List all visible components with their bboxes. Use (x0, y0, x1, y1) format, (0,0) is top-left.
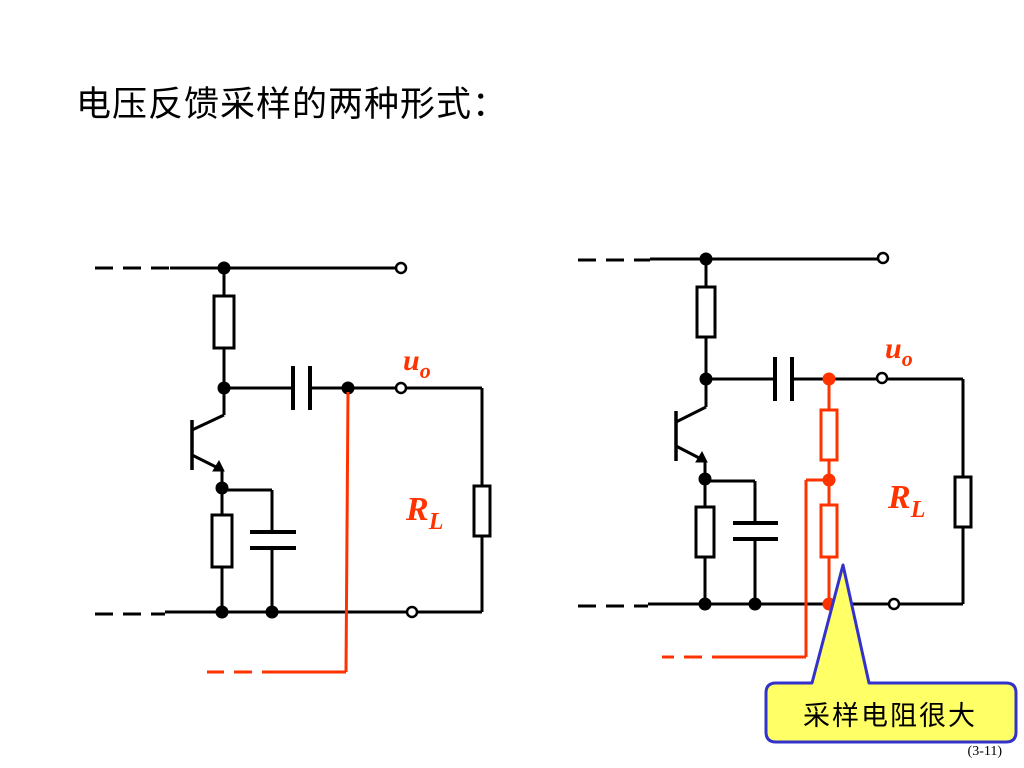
right-output-voltage-label: uo (885, 332, 913, 371)
left-output-node (341, 381, 355, 395)
left-collector-diagonal (191, 413, 225, 432)
right-output-terminal (875, 371, 889, 385)
right-ground-node-1 (698, 597, 712, 611)
left-load-resistor (472, 484, 492, 538)
left-emitter-arrow (212, 459, 225, 472)
right-collector-resistor (695, 285, 717, 339)
right-feedback-path (662, 372, 839, 659)
callout-bubble (764, 563, 1018, 744)
callout (764, 563, 1018, 744)
right-top-terminal (876, 251, 890, 265)
left-circuit (95, 261, 492, 619)
right-load-label: RL (887, 479, 925, 523)
right-ground-node-2 (748, 597, 762, 611)
right-emitter-arrow (695, 450, 708, 463)
left-feedback-wire-down (344, 391, 350, 673)
left-output-terminal (394, 381, 408, 395)
right-emitter-resistor (694, 505, 716, 559)
right-load-resistor (953, 475, 973, 529)
left-load-label: RL (405, 491, 443, 535)
left-collector-resistor (212, 294, 236, 350)
left-emitter-resistor (210, 513, 234, 569)
left-output-voltage-label: uo (403, 344, 431, 383)
slide-title: 电压反馈采样的两种形式： (76, 85, 509, 125)
right-collector-diagonal (675, 405, 707, 424)
left-feedback-path (207, 391, 350, 674)
right-circuit (578, 251, 973, 611)
right-bottom-terminal (887, 597, 901, 611)
slide-number: (3-11) (967, 744, 1002, 759)
left-top-terminal (394, 261, 408, 275)
callout-text: 采样电阻很大 (803, 700, 977, 732)
left-ground-node-1 (215, 605, 229, 619)
right-sampling-resistor-1 (819, 408, 839, 462)
left-ground-node-2 (265, 605, 279, 619)
left-bottom-terminal (405, 605, 419, 619)
right-sampling-resistor-2 (819, 503, 839, 559)
